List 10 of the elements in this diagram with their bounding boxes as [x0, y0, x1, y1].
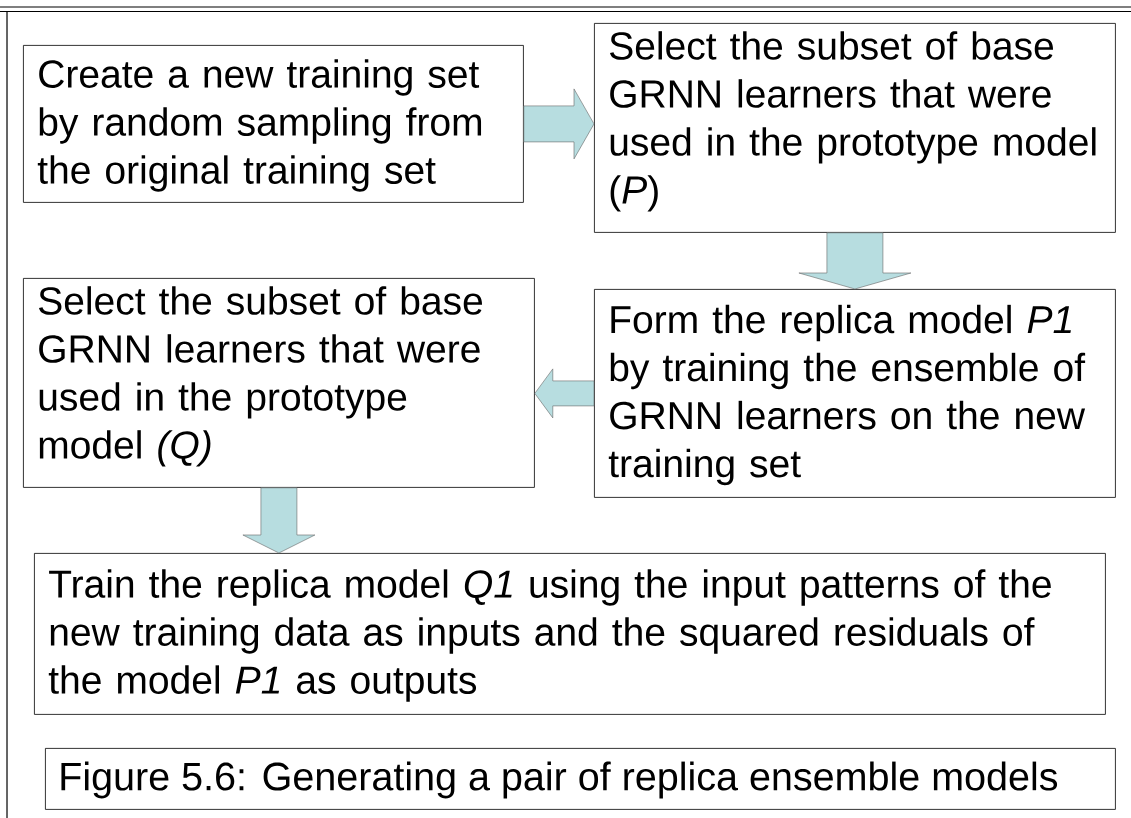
block-arrow	[534, 368, 595, 419]
block-arrow	[798, 232, 912, 290]
process-box: Form the replica model P1 by training the ensemble of GRNN learners on the new training set	[594, 289, 1116, 498]
caption-box: Figure 5.6: Generating a pair of replica ensemble models	[45, 748, 1116, 810]
process-box: Select the subset of base GRNN learners that were used in the prototype model (P)	[594, 23, 1116, 233]
process-box: Train the replica model Q1 using the input patterns of the new training data as inputs and the squared residuals of the model P1 as outputs	[34, 553, 1106, 715]
process-box: Create a new training set by random sampling from the original training set	[23, 45, 524, 203]
block-arrow	[523, 88, 595, 160]
process-box: Select the subset of base GRNN learners that were used in the prototype model (Q)	[23, 278, 535, 488]
block-arrow	[242, 487, 316, 554]
